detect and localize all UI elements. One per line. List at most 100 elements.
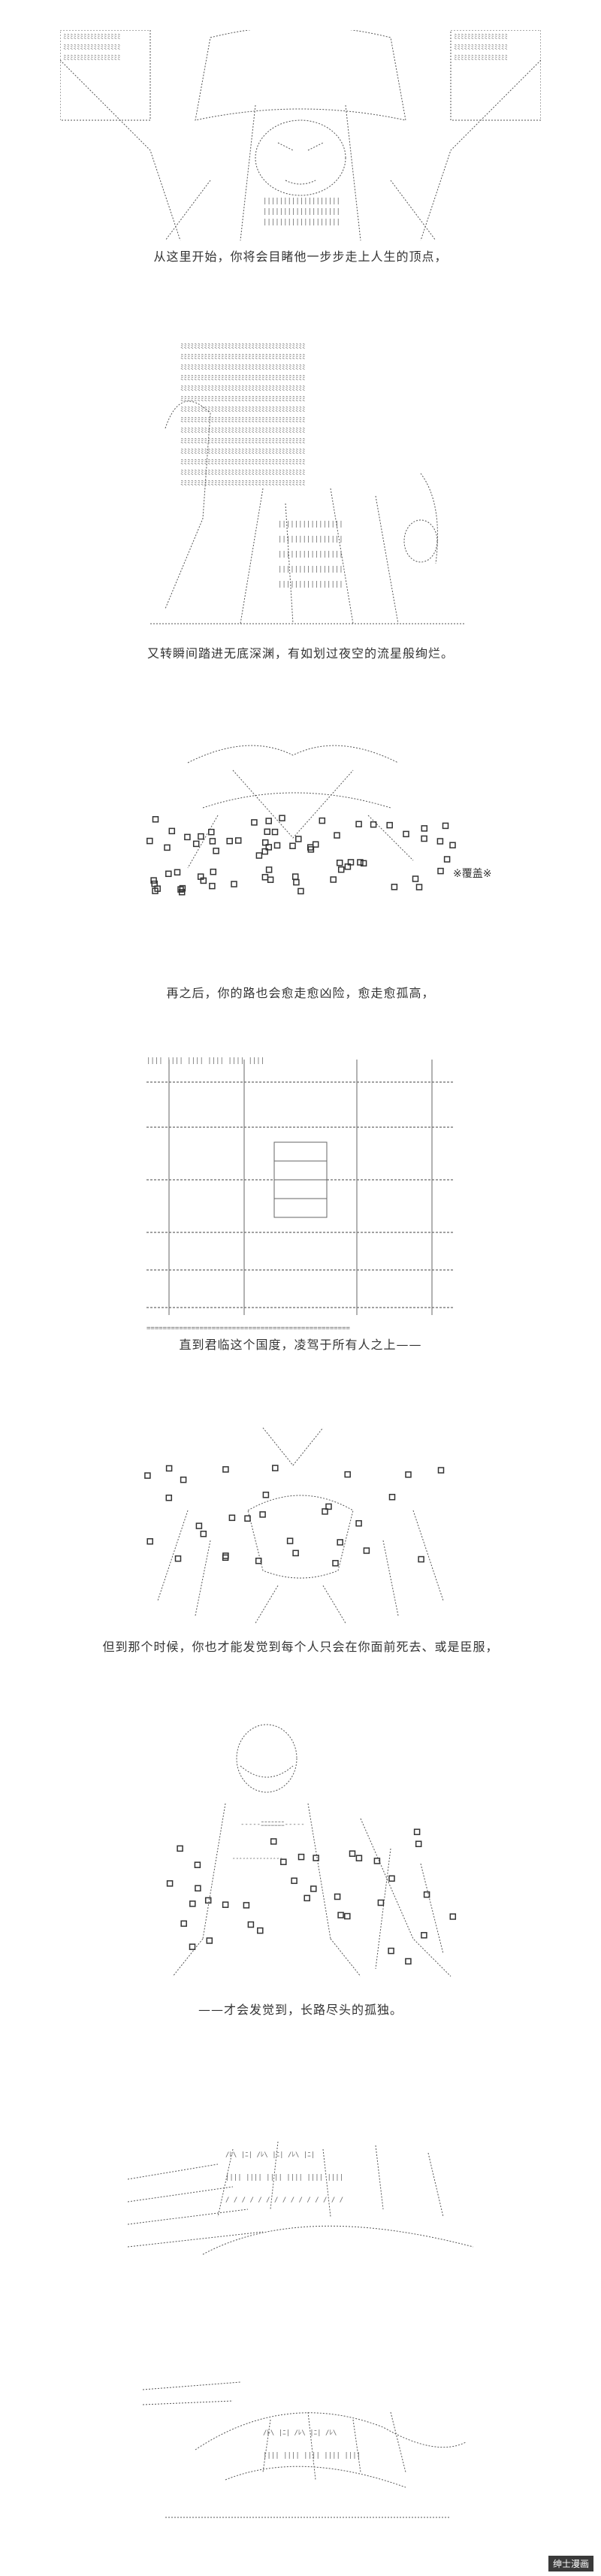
debris-mark <box>270 1838 277 1845</box>
debris-mark <box>184 833 191 841</box>
debris-mark <box>291 1877 297 1885</box>
debris-mark <box>279 815 285 821</box>
debris-mark <box>261 848 268 855</box>
debris-mark <box>255 1557 262 1565</box>
debris-mark <box>210 868 217 875</box>
svg-text:||||||||||||||||: |||||||||||||||| <box>278 551 343 558</box>
debris-mark <box>264 828 270 836</box>
debris-mark <box>228 1514 236 1522</box>
panel-6: -----ﾆﾆﾆﾆﾆﾆﾆ----- ﾞﾞﾞﾞﾞﾞﾞﾞﾞﾞﾞﾞﾞﾞﾞ ——才会发觉… <box>0 1713 601 2044</box>
debris-mark <box>377 1899 385 1906</box>
debris-mark <box>189 1900 196 1907</box>
svg-text:ﾐﾐﾐﾐﾐﾐﾐﾐﾐﾐﾐﾐﾐﾐﾐﾐﾐﾐﾐﾐﾐﾐﾐﾐﾐﾐﾐﾐﾐﾐ: ﾐﾐﾐﾐﾐﾐﾐﾐﾐﾐﾐﾐﾐﾐﾐﾐﾐﾐﾐﾐﾐﾐﾐﾐﾐﾐﾐﾐﾐﾐﾐﾐﾐﾐﾐﾐﾐ <box>180 470 306 477</box>
debris-mark <box>165 1494 173 1501</box>
debris-mark <box>437 1467 445 1474</box>
debris-mark <box>209 882 216 890</box>
debris-mark <box>152 816 159 823</box>
debris-mark <box>332 1559 339 1567</box>
svg-text:ﾐﾐﾐﾐﾐﾐﾐﾐﾐﾐﾐﾐﾐﾐﾐﾐﾐﾐﾐﾐﾐﾐﾐﾐﾐﾐﾐﾐﾐﾐ: ﾐﾐﾐﾐﾐﾐﾐﾐﾐﾐﾐﾐﾐﾐﾐﾐﾐﾐﾐﾐﾐﾐﾐﾐﾐﾐﾐﾐﾐﾐﾐﾐﾐﾐﾐﾐﾐ <box>180 396 306 404</box>
svg-text:/ / / / / / / / / / / / / / /: / / / / / / / / / / / / / / / <box>225 2197 343 2204</box>
debris-mark <box>388 1875 395 1882</box>
svg-text:||||||||||||||||: |||||||||||||||| <box>278 566 343 573</box>
debris-mark <box>197 873 204 880</box>
ascii-art-spiral-figure: ﾐﾐﾐﾐﾐﾐﾐﾐﾐﾐﾐﾐﾐﾐﾐﾐﾐ ﾐﾐﾐﾐﾐﾐﾐﾐﾐﾐﾐﾐﾐﾐﾐﾐﾐ ﾐﾐﾐﾐ… <box>60 30 541 240</box>
panel-4: |||| |||| |||| |||| |||| |||| ==========… <box>0 1052 601 1390</box>
debris-mark <box>222 1901 229 1908</box>
debris-mark <box>231 881 237 887</box>
debris-mark <box>251 819 258 826</box>
debris-mark <box>243 1902 250 1909</box>
debris-mark <box>297 1853 305 1861</box>
debris-mark <box>257 1927 264 1934</box>
debris-mark <box>272 1465 279 1471</box>
svg-text:ﾐﾐﾐﾐﾐﾐﾐﾐﾐﾐﾐﾐﾐﾐﾐﾐﾐ: ﾐﾐﾐﾐﾐﾐﾐﾐﾐﾐﾐﾐﾐﾐﾐﾐﾐ <box>63 34 121 41</box>
debris-mark <box>265 866 273 873</box>
debris-mark <box>310 1885 317 1892</box>
debris-mark <box>273 842 281 849</box>
svg-text:||||||||||||||||: |||||||||||||||| <box>278 536 343 543</box>
debris-mark <box>313 1855 319 1861</box>
debris-mark <box>146 837 153 845</box>
debris-mark <box>213 848 219 854</box>
svg-text:ﾐﾐﾐﾐﾐﾐﾐﾐﾐﾐﾐﾐﾐﾐﾐﾐ: ﾐﾐﾐﾐﾐﾐﾐﾐﾐﾐﾐﾐﾐﾐﾐﾐ <box>454 34 508 41</box>
panel-2: ﾐﾐﾐﾐﾐﾐﾐﾐﾐﾐﾐﾐﾐﾐﾐﾐﾐﾐﾐﾐﾐﾐﾐﾐﾐﾐﾐﾐﾐﾐﾐﾐﾐﾐﾐﾐﾐ ﾐﾐ… <box>0 338 601 669</box>
debris-mark <box>418 1556 424 1563</box>
debris-mark <box>247 1921 255 1928</box>
debris-mark <box>226 837 233 845</box>
debris-mark <box>330 876 337 883</box>
svg-text:|||| |||| |||| |||| |||| |||: |||| |||| |||| |||| |||| |||| <box>225 2174 343 2181</box>
panel-caption: 但到那个时候，你也才能发觉到每个人只会在你面前死去、或是臣服， <box>102 1640 499 1654</box>
debris-mark <box>421 835 427 842</box>
debris-mark <box>443 856 451 863</box>
panel-caption: 又转瞬间踏进无底深渊，有如划过夜空的流星般绚烂。 <box>146 646 454 661</box>
debris-mark <box>304 1894 310 1902</box>
svg-text:ﾐﾐﾐﾐﾐﾐﾐﾐﾐﾐﾐﾐﾐﾐﾐﾐ: ﾐﾐﾐﾐﾐﾐﾐﾐﾐﾐﾐﾐﾐﾐﾐﾐ <box>454 44 508 52</box>
svg-text:||||||||||||||||: |||||||||||||||| <box>278 581 343 588</box>
debris-mark <box>255 852 263 859</box>
debris-mark <box>312 841 319 848</box>
watermark-badge: 绅士漫画 <box>548 2556 593 2571</box>
svg-text:ﾐﾐﾐﾐﾐﾐﾐﾐﾐﾐﾐﾐﾐﾐﾐﾐﾐﾐﾐﾐﾐﾐﾐﾐﾐﾐﾐﾐﾐﾐ: ﾐﾐﾐﾐﾐﾐﾐﾐﾐﾐﾐﾐﾐﾐﾐﾐﾐﾐﾐﾐﾐﾐﾐﾐﾐﾐﾐﾐﾐﾐﾐﾐﾐﾐﾐﾐﾐ <box>180 343 306 351</box>
debris-mark <box>322 1508 328 1515</box>
panel-3: ※覆盖※ 再之后，你的路也会愈走愈凶险，愈走愈孤高， <box>0 733 601 1026</box>
ascii-art-soldiers: /ﾚ\ |ﾆ| /ﾚ\ |ﾆ| /ﾚ\ |ﾆ| |||| |||| |||| |… <box>128 2141 473 2255</box>
debris-mark <box>179 884 186 892</box>
svg-text:ﾐﾐﾐﾐﾐﾐﾐﾐﾐﾐﾐﾐﾐﾐﾐﾐﾐﾐﾐﾐﾐﾐﾐﾐﾐﾐﾐﾐﾐﾐ: ﾐﾐﾐﾐﾐﾐﾐﾐﾐﾐﾐﾐﾐﾐﾐﾐﾐﾐﾐﾐﾐﾐﾐﾐﾐﾐﾐﾐﾐﾐﾐﾐﾐﾐﾐﾐﾐ <box>180 417 306 425</box>
panel-1: ﾐﾐﾐﾐﾐﾐﾐﾐﾐﾐﾐﾐﾐﾐﾐﾐﾐ ﾐﾐﾐﾐﾐﾐﾐﾐﾐﾐﾐﾐﾐﾐﾐﾐﾐ ﾐﾐﾐﾐ… <box>0 30 601 278</box>
debris-mark <box>177 886 184 893</box>
debris-mark <box>413 1828 421 1836</box>
panel-7: /ﾚ\ |ﾆ| /ﾚ\ |ﾆ| /ﾚ\ |ﾆ| |||| |||| |||| |… <box>0 2134 601 2284</box>
svg-text:/ﾚ\ |ﾆ| /ﾚ\ |ﾆ| /ﾚ\ |ﾆ|: /ﾚ\ |ﾆ| /ﾚ\ |ﾆ| /ﾚ\ |ﾆ| <box>225 2151 315 2159</box>
ascii-art-rubble-figure <box>146 745 456 896</box>
svg-text:|||||||||||||||||||: ||||||||||||||||||| <box>263 198 340 205</box>
debris-mark <box>344 1471 351 1478</box>
debris-mark <box>195 1885 201 1892</box>
debris-mark <box>355 1855 363 1861</box>
debris-mark <box>405 1471 412 1478</box>
debris-mark <box>234 837 242 844</box>
debris-mark <box>189 1943 196 1950</box>
debris-mark <box>265 844 273 851</box>
debris-mark <box>347 859 355 866</box>
debris-mark <box>344 1912 351 1920</box>
svg-text:ﾐﾐﾐﾐﾐﾐﾐﾐﾐﾐﾐﾐﾐﾐﾐﾐﾐﾐﾐﾐﾐﾐﾐﾐﾐﾐﾐﾐﾐﾐ: ﾐﾐﾐﾐﾐﾐﾐﾐﾐﾐﾐﾐﾐﾐﾐﾐﾐﾐﾐﾐﾐﾐﾐﾐﾐﾐﾐﾐﾐﾐﾐﾐﾐﾐﾐﾐﾐ <box>180 449 306 456</box>
debris-mark <box>336 859 343 866</box>
svg-text:ﾐﾐﾐﾐﾐﾐﾐﾐﾐﾐﾐﾐﾐﾐﾐﾐﾐﾐﾐﾐﾐﾐﾐﾐﾐﾐﾐﾐﾐﾐ: ﾐﾐﾐﾐﾐﾐﾐﾐﾐﾐﾐﾐﾐﾐﾐﾐﾐﾐﾐﾐﾐﾐﾐﾐﾐﾐﾐﾐﾐﾐﾐﾐﾐﾐﾐﾐﾐ <box>180 428 306 435</box>
debris-mark <box>337 866 345 873</box>
debris-mark <box>165 870 172 878</box>
debris-mark <box>436 838 444 845</box>
debris-mark <box>180 1920 187 1927</box>
debris-mark <box>168 827 176 835</box>
panel-caption: ——才会发觉到，长路尽头的孤独。 <box>198 2003 403 2017</box>
svg-text:|||| |||| ||||: |||| |||| |||| |||| |||| |||| <box>146 1057 264 1065</box>
debris-mark <box>355 821 362 827</box>
debris-mark <box>319 817 326 824</box>
debris-mark <box>337 1539 343 1546</box>
debris-mark <box>363 1547 370 1554</box>
debris-mark <box>261 839 269 846</box>
debris-mark <box>295 836 302 842</box>
svg-text:ﾐﾐﾐﾐﾐﾐﾐﾐﾐﾐﾐﾐﾐﾐﾐﾐﾐﾐﾐﾐﾐﾐﾐﾐﾐﾐﾐﾐﾐﾐ: ﾐﾐﾐﾐﾐﾐﾐﾐﾐﾐﾐﾐﾐﾐﾐﾐﾐﾐﾐﾐﾐﾐﾐﾐﾐﾐﾐﾐﾐﾐﾐﾐﾐﾐﾐﾐﾐ <box>180 385 306 393</box>
debris-mark <box>388 1493 396 1501</box>
debris-mark <box>265 818 272 824</box>
debris-mark <box>415 884 423 890</box>
